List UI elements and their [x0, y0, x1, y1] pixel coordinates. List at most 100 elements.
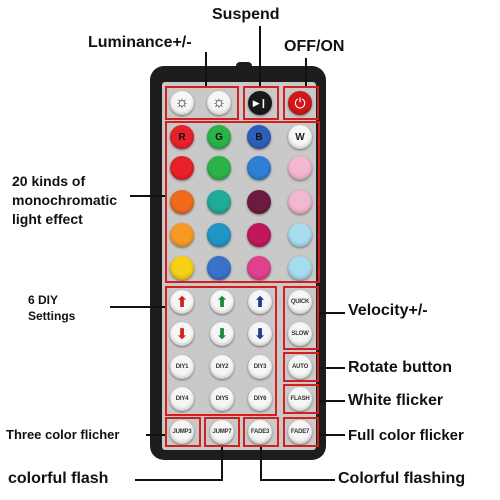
white-flicker-leader [319, 400, 345, 402]
rotate-leader [319, 367, 345, 369]
color-button[interactable] [207, 223, 231, 247]
arrow-up-icon: ⬆ [253, 294, 267, 311]
color-button[interactable] [247, 223, 271, 247]
red-button[interactable]: R [170, 125, 194, 149]
diy2-button[interactable]: DIY2 [210, 355, 234, 379]
play-pause-icon: ▶❙ [252, 97, 268, 108]
blue-down-button[interactable]: ⬇ [248, 322, 272, 346]
green-up-button[interactable]: ⬆ [210, 290, 234, 314]
red-label: R [178, 131, 186, 143]
diy4-button[interactable]: DIY4 [170, 387, 194, 411]
arrow-down-icon: ⬇ [253, 326, 267, 343]
luminance-highlight [165, 86, 239, 120]
full-color-label: Full color flicker [348, 427, 464, 444]
color-grid-highlight [165, 121, 320, 283]
diy5-label: DIY5 [215, 396, 229, 402]
auto-label: AUTO [291, 364, 309, 370]
arrow-up-icon: ⬆ [175, 294, 189, 311]
rotate-label: Rotate button [348, 359, 452, 376]
blue-label: B [255, 131, 263, 143]
color-button[interactable] [170, 223, 194, 247]
color-button[interactable] [247, 190, 271, 214]
arrow-down-icon: ⬇ [175, 326, 189, 343]
arrow-down-icon: ⬇ [215, 326, 229, 343]
auto-highlight [283, 352, 319, 382]
flash-button[interactable]: FLASH [288, 387, 312, 411]
color-button[interactable] [170, 156, 194, 180]
color-button[interactable] [288, 156, 312, 180]
fade7-highlight [283, 417, 319, 447]
suspend-highlight [243, 86, 279, 120]
color-button[interactable] [288, 190, 312, 214]
arrow-up-icon: ⬆ [215, 294, 229, 311]
white-button[interactable]: W [288, 125, 312, 149]
sun-icon: ☼ [174, 94, 190, 111]
red-up-button[interactable]: ⬆ [170, 290, 194, 314]
color-button[interactable] [247, 256, 271, 280]
monochromatic-line3: light effect [12, 211, 83, 227]
colorful-flashing-label: Colorful flashing [338, 470, 466, 487]
brightness-down-button[interactable]: ☼ [170, 91, 194, 115]
color-button[interactable] [207, 156, 231, 180]
diy6-button[interactable]: DIY6 [248, 387, 272, 411]
luminance-label: Luminance+/- [88, 34, 192, 51]
blue-up-button[interactable]: ⬆ [248, 290, 272, 314]
three-color-leader [146, 434, 165, 436]
jump7-button[interactable]: JUMP7 [210, 420, 234, 444]
color-button[interactable] [207, 256, 231, 280]
luminance-leader [205, 52, 207, 86]
monochromatic-leader [130, 195, 165, 197]
colorful-flashing-leader [260, 479, 335, 481]
fade3-button[interactable]: FADE3 [248, 420, 272, 444]
full-color-leader [319, 434, 345, 436]
off-on-label: OFF/ON [284, 38, 345, 55]
fade3-highlight [243, 417, 279, 447]
diy-leader [110, 306, 165, 308]
red-down-button[interactable]: ⬇ [170, 322, 194, 346]
diy3-button[interactable]: DIY3 [248, 355, 272, 379]
power-icon: ⏻ [294, 95, 306, 111]
diy5-button[interactable]: DIY5 [210, 387, 234, 411]
diy-line1: 6 DIY [28, 293, 59, 307]
color-button[interactable] [170, 190, 194, 214]
sun-icon: ☼ [211, 94, 227, 111]
diy-highlight [165, 286, 277, 416]
flash-label: FLASH [290, 396, 310, 402]
power-button[interactable]: ⏻ [288, 91, 312, 115]
velocity-highlight [283, 286, 319, 350]
color-button[interactable] [288, 223, 312, 247]
green-down-button[interactable]: ⬇ [210, 322, 234, 346]
diy-line2: Settings [28, 309, 76, 323]
color-button[interactable] [288, 256, 312, 280]
jump7-highlight [204, 417, 240, 447]
slow-button[interactable]: SLOW [288, 322, 312, 346]
colorful-flash-label: colorful flash [8, 470, 109, 487]
monochromatic-line1: 20 kinds of [12, 173, 86, 189]
fade7-button[interactable]: FADE7 [288, 420, 312, 444]
power-highlight [283, 86, 319, 120]
brightness-up-button[interactable]: ☼ [207, 91, 231, 115]
color-button[interactable] [170, 256, 194, 280]
fade3-label: FADE3 [250, 429, 270, 435]
green-button[interactable]: G [207, 125, 231, 149]
white-flicker-label: White flicker [348, 392, 444, 409]
suspend-label: Suspend [212, 6, 280, 23]
diy1-button[interactable]: DIY1 [170, 355, 194, 379]
diy1-label: DIY1 [175, 364, 189, 370]
blue-button[interactable]: B [247, 125, 271, 149]
play-pause-button[interactable]: ▶❙ [248, 91, 272, 115]
jump7-label: JUMP7 [212, 429, 232, 435]
jump3-button[interactable]: JUMP3 [170, 420, 194, 444]
diy4-label: DIY4 [175, 396, 189, 402]
diy6-label: DIY6 [253, 396, 267, 402]
fade7-label: FADE7 [290, 429, 310, 435]
auto-button[interactable]: AUTO [288, 355, 312, 379]
diy-label: 6 DIY Settings [28, 292, 75, 324]
color-button[interactable] [247, 156, 271, 180]
monochromatic-label: 20 kinds of monochromatic light effect [12, 172, 117, 229]
quick-button[interactable]: QUICK [288, 290, 312, 314]
diy3-label: DIY3 [253, 364, 267, 370]
monochromatic-line2: monochromatic [12, 192, 118, 208]
diy2-label: DIY2 [215, 364, 229, 370]
color-button[interactable] [207, 190, 231, 214]
